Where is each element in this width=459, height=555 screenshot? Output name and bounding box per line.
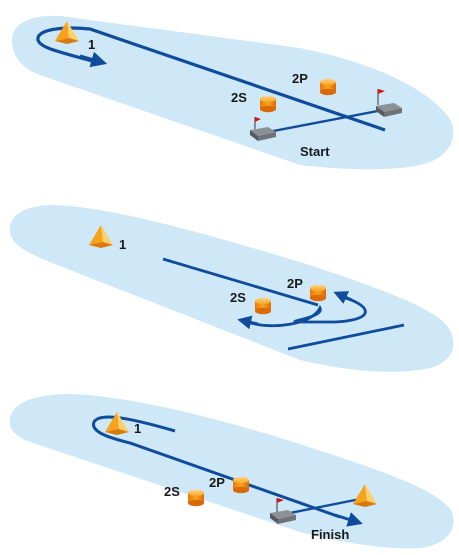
water-area (9, 394, 454, 549)
committee-boat-icon (270, 498, 296, 524)
route-arrow (237, 315, 259, 330)
start-line (262, 108, 384, 135)
cylinder-buoy-icon (320, 78, 336, 96)
triangle-mark-icon (105, 412, 129, 435)
flag-icon (277, 498, 284, 503)
water-area (11, 15, 454, 170)
route-line (92, 415, 341, 519)
triangle-mark-icon (353, 484, 377, 507)
finish-label: Finish (311, 527, 349, 542)
route-arrow (334, 512, 363, 527)
triangle-mark-icon (89, 225, 113, 248)
triangle-mark-icon (55, 21, 79, 44)
buoy-2s-label: 2S (231, 90, 247, 105)
start-label: Start (300, 144, 330, 159)
committee-boat-icon (250, 117, 276, 141)
loop-route (247, 294, 367, 328)
buoy-2s-label: 2S (230, 290, 246, 305)
mark-1-label: 1 (88, 37, 95, 52)
lower-line (287, 323, 405, 351)
cylinder-buoy-icon (310, 284, 326, 302)
buoy-2p-label: 2P (287, 276, 303, 291)
panel-2: 1 2S 2P (9, 205, 454, 372)
flag-icon (255, 117, 261, 122)
cylinder-buoy-icon (255, 297, 271, 315)
upper-line (162, 257, 319, 307)
flag-icon (378, 89, 385, 94)
committee-boat-icon (376, 89, 402, 117)
route-line (36, 26, 386, 132)
cylinder-buoy-icon (188, 489, 204, 507)
route-arrow (333, 291, 353, 304)
water-area (9, 205, 454, 372)
cylinder-buoy-icon (260, 95, 276, 113)
buoy-2s-label: 2S (164, 484, 180, 499)
mark-1-label: 1 (119, 237, 126, 252)
cylinder-buoy-icon (233, 476, 249, 494)
mark-1-label: 1 (134, 421, 141, 436)
panel-1: 1 2S 2P Start (11, 15, 454, 170)
route-arrow (79, 51, 108, 68)
panel-3: 1 2S 2P Finish (9, 394, 454, 549)
buoy-2p-label: 2P (292, 71, 308, 86)
finish-line (279, 496, 366, 517)
buoy-2p-label: 2P (209, 475, 225, 490)
